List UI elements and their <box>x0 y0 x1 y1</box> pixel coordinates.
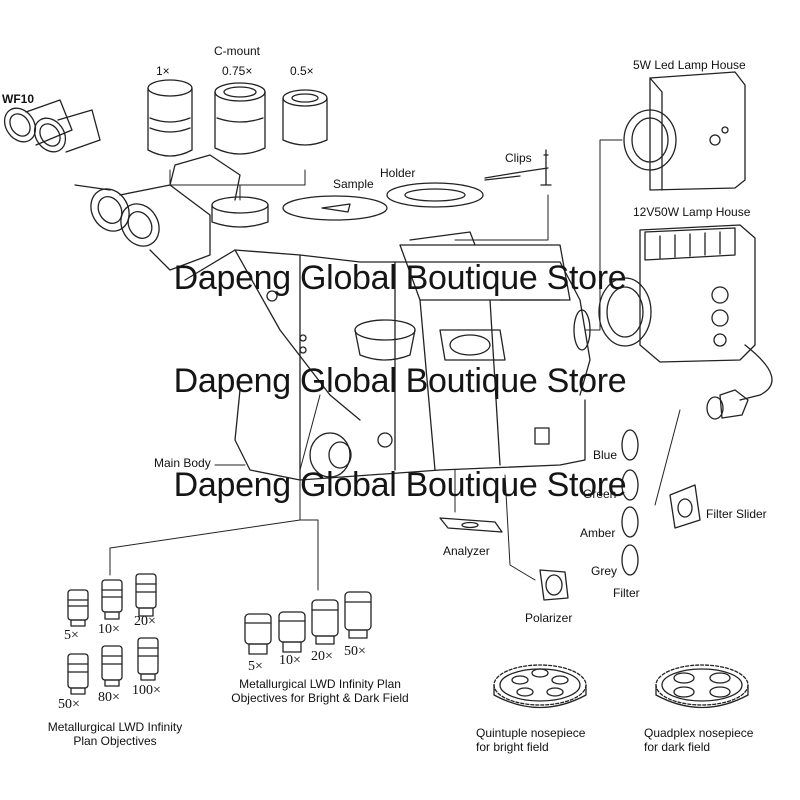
obj1-mag-5x: 5× <box>64 628 79 643</box>
watermark-3: Dapeng Global Boutique Store <box>173 466 627 504</box>
obj1-mag-20x: 20× <box>134 614 156 629</box>
halogen-lamp-house-label: 12V50W Lamp House <box>633 205 751 219</box>
quintuple-nosepiece-icon <box>493 664 587 709</box>
led-lamp-house-label: 5W Led Lamp House <box>633 58 746 72</box>
analyzer-label: Analyzer <box>443 544 490 558</box>
filter-green-label: Green <box>583 487 617 501</box>
filter-amber-label: Amber <box>580 526 616 540</box>
sample-label: Sample <box>333 177 374 191</box>
filter-slider-icon <box>669 484 701 529</box>
obj1-mag-50x: 50× <box>58 697 80 712</box>
camera-port-ring-icon <box>211 196 269 228</box>
eyepiece-icon <box>3 99 101 153</box>
power-cable-connector-icon <box>706 389 749 420</box>
clips-label: Clips <box>505 151 532 165</box>
obj2-mag-20x: 20× <box>311 649 333 664</box>
quadplex-nosepiece-label: Quadplex nosepiece for dark field <box>644 726 754 754</box>
cmount-title-label: C-mount <box>214 44 261 58</box>
cmount-1x-label: 1× <box>156 64 170 78</box>
quadplex-nosepiece-icon <box>655 664 749 709</box>
obj2-mag-50x: 50× <box>344 644 366 659</box>
cmount-05x-label: 0.5× <box>290 64 314 78</box>
obj1-mag-80x: 80× <box>98 690 120 705</box>
main-body-label: Main Body <box>154 456 211 470</box>
obj1-mag-10x: 10× <box>98 622 120 637</box>
quintuple-nosepiece-label: Quintuple nosepiece for bright field <box>476 726 586 754</box>
polarizer-label: Polarizer <box>525 611 573 625</box>
watermark-1: Dapeng Global Boutique Store <box>173 259 627 297</box>
objective-set-2-caption: Metallurgical LWD Infinity Plan Objectiv… <box>231 677 409 705</box>
cmount-05x-icon <box>282 89 328 146</box>
holder-label: Holder <box>380 166 416 180</box>
led-lamp-house-icon <box>623 71 746 191</box>
watermark-2: Dapeng Global Boutique Store <box>173 362 627 400</box>
obj2-mag-5x: 5× <box>248 659 263 674</box>
obj2-mag-10x: 10× <box>279 653 301 668</box>
clips-icon <box>484 149 552 186</box>
objective-set-1-icon <box>67 573 159 695</box>
halogen-lamp-house-icon <box>598 224 773 401</box>
analyzer-icon <box>439 517 503 533</box>
filter-set-icon <box>621 429 639 576</box>
filter-blue-label: Blue <box>593 448 618 462</box>
main-body-icon <box>184 231 591 481</box>
sample-holder-ring-icon <box>386 182 484 208</box>
cmount-1x-icon <box>147 79 193 157</box>
eyepiece-label: WF10 <box>2 92 35 106</box>
filter-slider-label: Filter Slider <box>706 507 767 521</box>
filter-label: Filter <box>613 586 640 600</box>
cmount-075x-icon <box>214 82 266 155</box>
polarizer-icon <box>539 569 569 601</box>
filter-grey-label: Grey <box>591 564 618 578</box>
sample-holder-plate-icon <box>282 195 388 221</box>
trinocular-head-icon <box>74 154 241 271</box>
objective-set-1-caption: Metallurgical LWD Infinity Plan Objectiv… <box>47 720 183 748</box>
objective-set-2-icon <box>244 591 372 655</box>
cmount-075x-label: 0.75× <box>222 64 253 78</box>
obj1-mag-100x: 100× <box>132 683 161 698</box>
